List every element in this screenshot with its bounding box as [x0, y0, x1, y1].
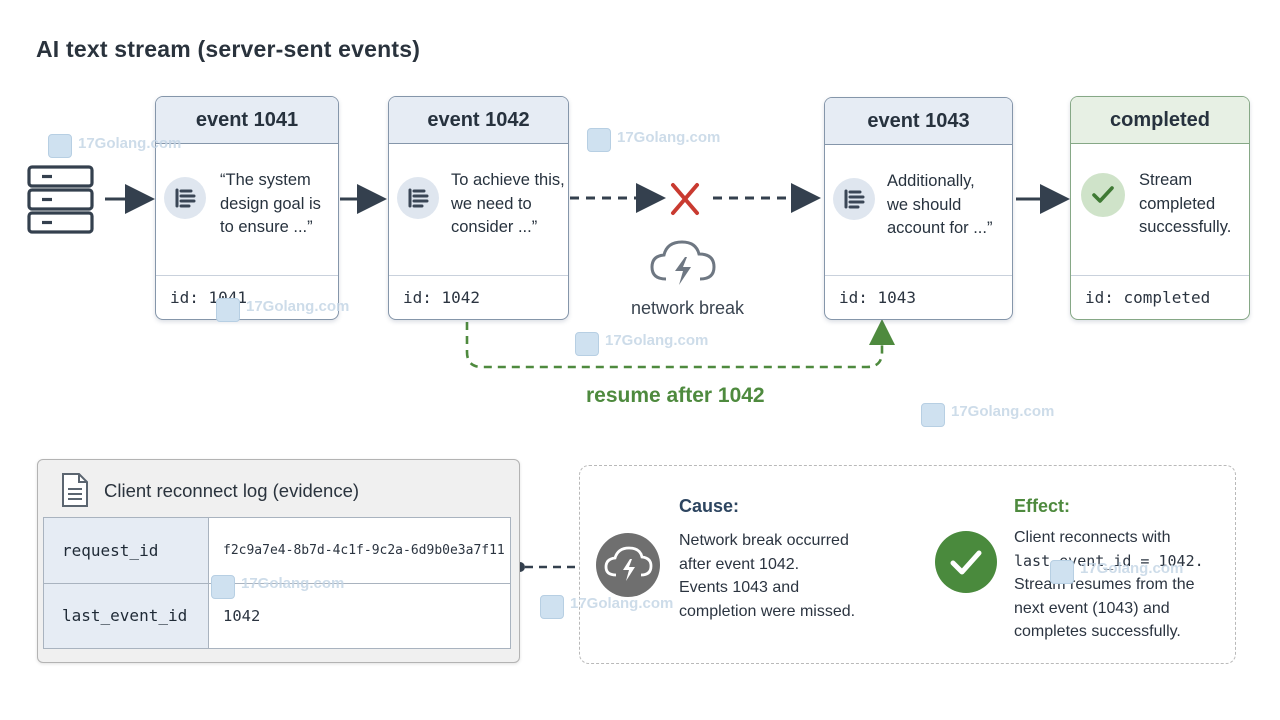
watermark-icon: [48, 134, 72, 158]
event-card-1043: event 1043 Additionally, we should accou…: [824, 97, 1013, 320]
watermark: 17Golang.com: [246, 298, 350, 315]
document-lines-icon: [164, 177, 206, 219]
effect-heading: Effect:: [1014, 496, 1071, 516]
event-card-1041: event 1041 “The system design goal is to…: [155, 96, 339, 320]
watermark: 17Golang.com: [570, 595, 674, 612]
cause-heading: Cause:: [679, 496, 740, 516]
cloud-break-icon: [596, 533, 660, 597]
watermark-icon: [921, 403, 945, 427]
watermark: 17Golang.com: [241, 575, 345, 592]
watermark: 17Golang.com: [617, 129, 721, 146]
break-x-icon: [671, 183, 699, 215]
cloud-lightning-icon: [650, 240, 716, 285]
watermark-icon: [540, 595, 564, 619]
log-table: request_id f2c9a7e4-8b7d-4c1f-9c2a-6d9b0…: [43, 517, 511, 649]
cause-effect-panel: Cause: Network break occurred after even…: [579, 465, 1236, 664]
cause-text: Network break occurred after event 1042.…: [679, 532, 856, 620]
watermark-icon: [587, 128, 611, 152]
event-card-completed: completed Stream completed successfully.…: [1070, 96, 1250, 320]
success-check-icon: [935, 531, 997, 593]
watermark: 17Golang.com: [1080, 560, 1184, 577]
resume-label: resume after 1042: [586, 384, 765, 407]
log-value: f2c9a7e4-8b7d-4c1f-9c2a-6d9b0e3a7f11: [208, 517, 511, 584]
document-lines-icon: [833, 178, 875, 220]
event-card-1042: event 1042 To achieve this, we need to c…: [388, 96, 569, 320]
watermark-icon: [1050, 560, 1074, 584]
watermark: 17Golang.com: [605, 332, 709, 349]
document-lines-icon: [397, 177, 439, 219]
reconnect-log-panel: Client reconnect log (evidence) request_…: [37, 459, 520, 663]
server-icon: [27, 165, 94, 234]
event-text: Additionally, we should account for ...”: [887, 172, 993, 237]
event-header: event 1041: [156, 97, 338, 144]
effect-text: Client reconnects with last_event_id = 1…: [1014, 529, 1204, 640]
event-header: event 1042: [389, 97, 568, 144]
log-key: request_id: [43, 517, 209, 584]
watermark-icon: [216, 298, 240, 322]
watermark: 17Golang.com: [78, 135, 182, 152]
event-id: id: 1043: [825, 275, 1012, 319]
event-header: completed: [1071, 97, 1249, 144]
event-text: “The system design goal is to ensure ...…: [220, 171, 321, 236]
event-id: id: 1042: [389, 275, 568, 319]
check-icon: [1081, 173, 1125, 217]
table-row: request_id f2c9a7e4-8b7d-4c1f-9c2a-6d9b0…: [43, 517, 511, 584]
event-header: event 1043: [825, 98, 1012, 145]
log-key: last_event_id: [43, 582, 209, 649]
event-text: To achieve this, we need to consider ...…: [451, 171, 565, 236]
table-row: last_event_id 1042: [43, 582, 511, 649]
watermark: 17Golang.com: [951, 403, 1055, 420]
watermark-icon: [211, 575, 235, 599]
network-break-label: network break: [631, 298, 745, 318]
event-text: Stream completed successfully.: [1139, 171, 1232, 236]
watermark-icon: [575, 332, 599, 356]
log-title: Client reconnect log (evidence): [104, 480, 360, 501]
page-title: AI text stream (server-sent events): [36, 36, 421, 62]
document-icon: [62, 473, 88, 507]
event-id: id: completed: [1071, 275, 1249, 319]
log-value: 1042: [208, 582, 511, 649]
